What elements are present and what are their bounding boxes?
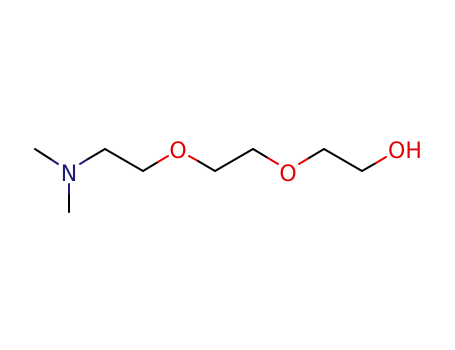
bond-c6-to-hydroxyl-o-half (375, 156, 387, 164)
bond-oxygen-1-to-c3-o-half (188, 155, 199, 162)
nitrogen-atom-label: N (61, 162, 77, 187)
bond-oxygen-2-to-c5-o-half (298, 157, 310, 165)
bonds (34, 148, 387, 213)
bond-nitrogen-to-c1 (87, 148, 106, 160)
bond-c6-to-hydroxyl (361, 162, 377, 172)
bond-methyl-upper-to-nitrogen-n-half (51, 159, 59, 165)
bond-c3-to-c4 (214, 148, 254, 172)
hydroxyl-group-label: OH (388, 139, 422, 164)
bond-methyl-upper-to-nitrogen (34, 148, 53, 161)
bond-oxygen-1-to-c3 (197, 160, 216, 172)
bond-c2-to-oxygen-1-o-half (157, 155, 169, 163)
bond-c5-to-c6 (323, 148, 363, 172)
bond-c2-to-oxygen-1 (142, 161, 159, 172)
bond-c1-to-c2 (104, 148, 144, 172)
bond-nitrogen-to-c1-n-half (79, 158, 89, 165)
bond-c4-to-oxygen-2 (252, 148, 269, 159)
bond-c4-to-oxygen-2-o-half (267, 157, 279, 165)
oxygen-atom-label: O (279, 162, 296, 187)
atom-labels: N O O OH (61, 139, 422, 187)
bond-oxygen-2-to-c5 (308, 148, 325, 159)
oxygen-atom-label: O (169, 139, 186, 164)
